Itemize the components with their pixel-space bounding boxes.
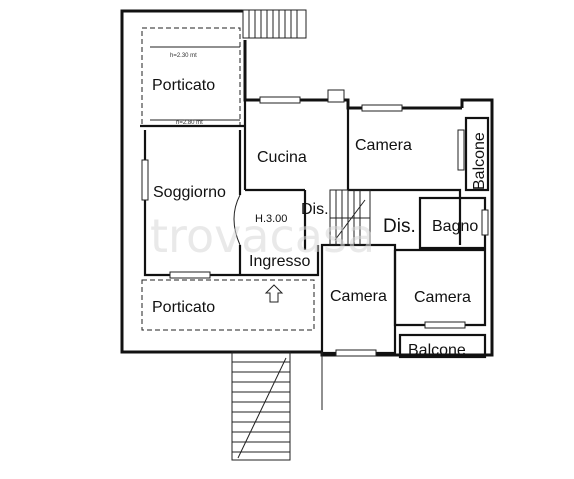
label-camera-top: Camera [355, 137, 412, 154]
label-height-top: h=2.30 mt [170, 53, 197, 59]
label-bagno: Bagno [432, 218, 478, 235]
label-dis-left: Dis. [301, 201, 329, 218]
label-porticato-top: Porticato [152, 77, 215, 94]
windows [141, 89, 489, 357]
entrance-arrow [264, 284, 284, 303]
bottom-staircase [231, 351, 323, 461]
label-dis-right: Dis. [383, 216, 416, 237]
internal-staircase [329, 189, 371, 246]
label-camera-right: Camera [414, 289, 471, 306]
label-porticato-bottom: Porticato [152, 299, 215, 316]
label-soggiorno: Soggiorno [153, 184, 226, 201]
label-balcone-bottom: Balcone [408, 342, 466, 359]
top-staircase [242, 9, 307, 39]
label-balcone-side: Balcone [471, 132, 488, 190]
label-camera-mid: Camera [330, 288, 387, 305]
watermark: trovacasa [150, 209, 375, 263]
label-ingresso: Ingresso [249, 253, 310, 270]
porticato-top-area [140, 27, 245, 128]
label-height: H.3.00 [255, 213, 287, 225]
label-height-mid: h=2.80 mt [176, 120, 203, 126]
label-cucina: Cucina [257, 149, 307, 166]
